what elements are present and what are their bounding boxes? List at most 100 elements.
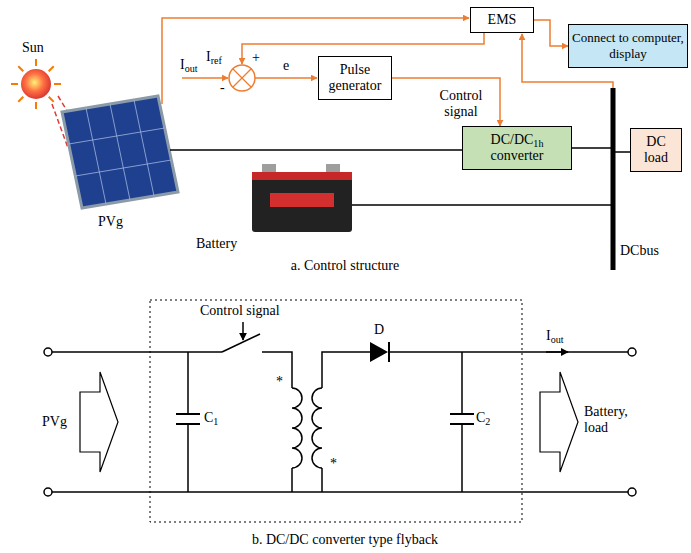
sun-icon [11,83,18,85]
terminal [44,348,636,496]
circuit-wire [461,424,463,492]
diode-symbol [370,342,389,362]
dc-bus [611,88,616,270]
signal-name: I [546,328,551,343]
box-text: Pulse generator [322,62,388,94]
signal-name: Iout [546,328,564,344]
sun-icon [18,97,23,102]
signal-arrow [534,20,568,46]
subfigure-caption: b. DC/DC converter type flyback [195,532,495,548]
signal-name: I [180,57,185,72]
circuit-wire [390,351,628,353]
component-name: C1 [204,410,218,426]
block-arrow [80,372,118,472]
battery-picture [326,164,340,173]
converter-box: DC/DC1h converter [462,126,572,170]
signal-name: e [283,58,289,74]
summing-junction [233,69,251,87]
signal-name: Iout [546,328,564,344]
summing-junction [229,65,255,91]
edge-label: Control signal [428,88,494,120]
capacitor-symbol [450,423,474,425]
circuit-wire [52,351,222,353]
polarity-dot: * [276,374,283,390]
polarity-dot: * [330,456,337,472]
capacitor-symbol [176,423,200,425]
circuit-wire [222,334,260,352]
port-label: Battery, load [584,404,646,436]
icon-label: Sun [22,40,44,56]
sign-mark: + [252,50,260,66]
current-arrow [546,351,568,353]
signal-name: out [185,63,198,74]
subfigure-caption: a. Control structure [245,258,445,274]
circuit-wire [321,468,323,492]
port-label: Battery, load [584,404,646,436]
pv-panel [86,108,106,204]
pv-panel [62,96,178,208]
pv-panel [69,128,165,144]
circuit-wire [187,352,189,414]
bus-label: DCbus [620,243,659,259]
battery-picture [252,164,352,232]
diode-symbol [388,342,390,362]
pv-panel [69,100,172,204]
icon-label: Battery [196,236,237,252]
sun-icon [18,66,23,71]
signal-wire [182,77,228,79]
sun-icon [11,59,74,148]
circuit-wire [461,352,463,414]
subfigure-caption: a. Control structure [245,258,445,274]
terminal [44,348,52,356]
component-name: D [374,322,384,338]
box-text: 1h [533,138,543,149]
sign-mark: - [220,80,225,96]
converter-boundary [150,300,522,522]
battery-picture [252,172,352,180]
icon-label: PVg [98,214,123,230]
component-name: C [476,410,485,425]
box-text: converter [491,148,544,163]
sun-icon [35,102,37,109]
component-name: 1 [213,416,218,427]
terminal [44,488,52,496]
sun-icon [49,97,54,102]
capacitor-symbol [176,414,474,424]
pulse-generator-box: Pulse generator [318,56,392,100]
polarity-dot: * [330,456,337,472]
power-wire [572,147,613,149]
sun-icon [54,83,61,85]
box-text: DC/DC1h converter [466,132,568,164]
sun-icon [35,59,37,66]
transformer-symbol [312,388,322,468]
power-wire [352,204,613,206]
battery-picture [270,193,334,207]
summing-junction [233,69,251,87]
icon-label: Battery [196,236,237,252]
component-name: C2 [476,410,490,426]
circuit-wire [52,334,628,492]
signal-wire [162,18,469,104]
sun-icon [49,66,54,71]
ems-box: EMS [470,7,534,33]
icon-label: PVg [98,214,123,230]
transformer-symbol [292,388,322,468]
edge-label: Control signal [428,88,494,120]
terminal [628,348,636,356]
component-name: C [204,410,213,425]
signal-name: ref [211,55,222,66]
component-name: C2 [476,410,490,426]
component-name: D [374,322,384,338]
sign-mark: - [220,80,225,96]
bus-label: DCbus [620,243,659,259]
block-arrow [540,372,578,472]
signal-wire [162,18,613,104]
pv-panel [134,100,154,196]
diode-symbol [370,342,388,362]
icon-label: Sun [22,40,44,56]
port-label: PVg [42,414,67,430]
signal-name: Control signal [200,303,280,319]
signal-name: Iref [206,49,222,65]
transformer-symbol [292,388,302,468]
control-arrow [242,322,244,340]
